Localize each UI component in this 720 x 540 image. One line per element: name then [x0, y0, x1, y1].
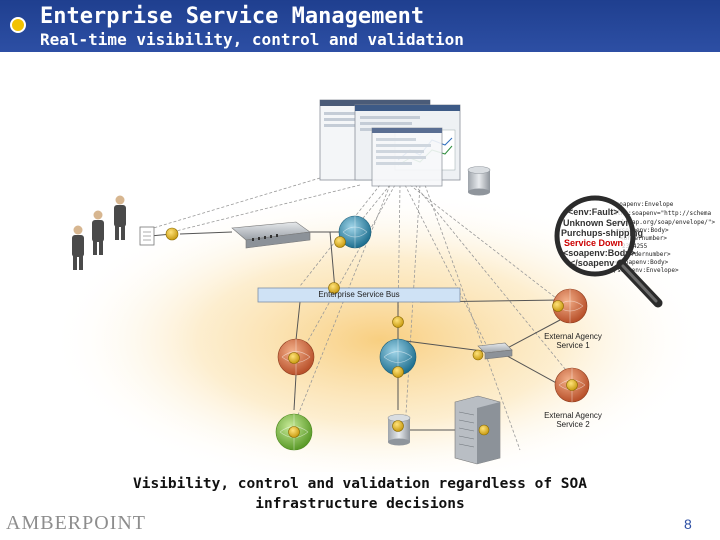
- bullet-icon: [10, 17, 26, 33]
- server-icon: [454, 395, 501, 465]
- database-icon: [467, 166, 491, 196]
- console-screens: [319, 99, 461, 187]
- architecture-diagram: <soapenv:Envelope xmlns:soapenv="http://…: [50, 99, 716, 472]
- soap-fault-2: Purchups-shipping: [561, 228, 643, 238]
- page-subtitle: Real-time visibility, control and valida…: [40, 30, 464, 49]
- page-number: 8: [684, 516, 692, 532]
- title-bar: Enterprise Service Management Real-time …: [0, 0, 720, 52]
- router-icon: [231, 221, 311, 249]
- soap-line-0: <soapenv:Envelope: [612, 201, 674, 208]
- soap-fault-1: Unknown Servic: [563, 218, 633, 228]
- service-bus-label: Enterprise Service Bus: [318, 290, 400, 299]
- network-glow: [50, 190, 710, 472]
- soap-message-panel: <soapenv:Envelope xmlns:soapenv="http://…: [610, 201, 716, 274]
- soap-line-2: xmlsoap.org/soap/envelope/">: [614, 219, 716, 226]
- soap-line-1: xmlns:soapenv="http://schema: [610, 210, 712, 217]
- soap-fault-3: Service Down: [564, 238, 623, 248]
- users-icon: [72, 195, 126, 270]
- document-icon: [139, 226, 155, 246]
- network-links: [149, 231, 561, 431]
- service-bus: [257, 287, 461, 303]
- amberpoint-logo: AMBERPOINT: [6, 512, 147, 534]
- soap-fault-overlay: <env:Fault> Unknown Servic Purchups-ship…: [561, 207, 643, 268]
- soap-line-3: <soapenv:Body>: [618, 227, 669, 234]
- soap-line-6: </ordernumber>: [620, 251, 671, 258]
- external-service-2-label: External Agency Service 2: [544, 411, 602, 429]
- page-title: Enterprise Service Management: [40, 4, 425, 29]
- slide-caption: Visibility, control and validation regar…: [133, 476, 587, 512]
- service-orb-blue-top: [338, 215, 372, 249]
- soap-line-4: <ordernumber>: [620, 235, 667, 242]
- agent-gear-icons: [165, 227, 578, 438]
- soap-fault-5: </soapenv: [570, 258, 614, 268]
- soap-fault-4: <soapenv:Body>: [563, 248, 636, 258]
- gateway-icon: [477, 342, 513, 360]
- magnifier-icon: [554, 195, 663, 308]
- soap-line-7: </soapenv:Body>: [614, 259, 669, 266]
- soap-line-8: </soapenv:Envelope>: [610, 267, 679, 274]
- soap-fault-0: <env:Fault>: [568, 207, 619, 217]
- external-service-1-label: External Agency Service 1: [544, 332, 602, 350]
- soap-line-5: 2354255: [622, 243, 648, 250]
